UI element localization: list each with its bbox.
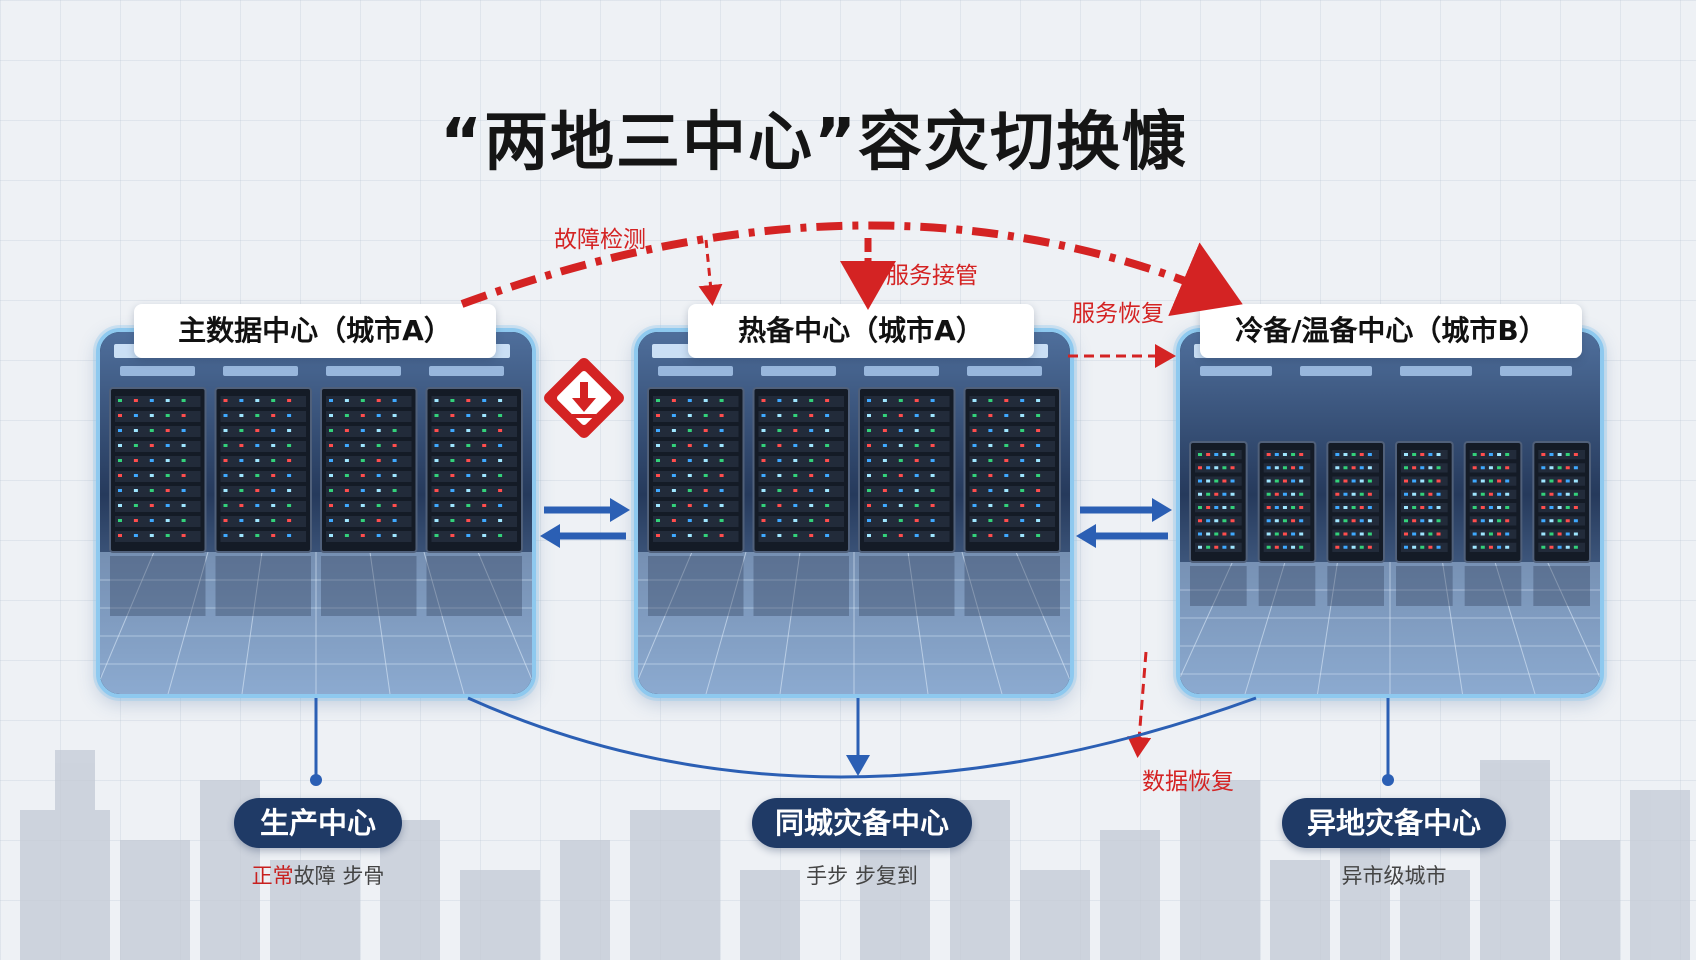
production-center-pill: 生产中心 xyxy=(234,798,402,848)
production-center-caption: 正常故障 步骨 xyxy=(218,860,418,890)
remote-dr-caption: 异市级城市 xyxy=(1294,860,1494,890)
production-status-normal: 正常 xyxy=(252,864,294,888)
same-city-dr-center-pill: 同城灾备中心 xyxy=(752,798,972,848)
primary-center-label: 主数据中心（城市A） xyxy=(134,304,496,358)
cold-standby-server-room-image xyxy=(1180,332,1600,694)
same-city-dr-caption: 手步 步复到 xyxy=(762,860,962,890)
cold-standby-datacenter-frame xyxy=(1176,328,1604,698)
page-title: “两地三中心”容灾切换慷 xyxy=(440,98,1260,188)
hot-standby-datacenter-frame xyxy=(634,328,1074,698)
data-recover-label: 数据恢复 xyxy=(1142,762,1234,796)
primary-datacenter-frame xyxy=(96,328,536,698)
cold-standby-center-label: 冷备/温备中心（城市B） xyxy=(1200,304,1582,358)
service-takeover-label: 服务接管 xyxy=(886,256,978,290)
service-recover-label: 服务恢复 xyxy=(1072,294,1164,328)
hot-standby-center-label: 热备中心（城市A） xyxy=(688,304,1034,358)
hot-standby-server-room-image xyxy=(638,332,1070,694)
production-status-fault: 故障 步骨 xyxy=(294,864,385,888)
primary-server-room-image xyxy=(100,332,532,694)
remote-dr-center-pill: 异地灾备中心 xyxy=(1282,798,1506,848)
fault-detect-label: 故障检测 xyxy=(554,220,646,254)
